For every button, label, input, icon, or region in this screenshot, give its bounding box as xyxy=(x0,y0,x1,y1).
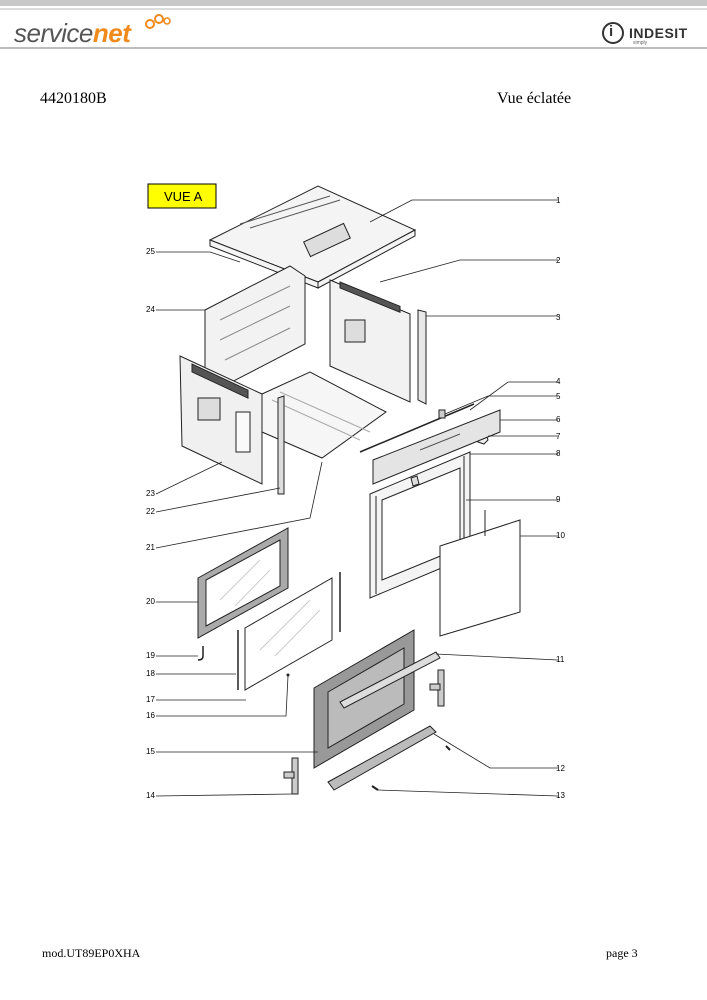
callout-23: 23 xyxy=(146,489,155,498)
right-rail xyxy=(417,309,427,405)
screw-12 xyxy=(445,745,451,751)
brand-sub: simply xyxy=(633,40,648,46)
hook-19 xyxy=(197,646,204,661)
gear-icon xyxy=(145,14,171,29)
top-panel xyxy=(208,185,417,289)
header-top-bar-thin xyxy=(0,8,707,10)
callout-21: 21 xyxy=(146,543,155,552)
left-rail xyxy=(277,395,285,495)
screw-13 xyxy=(371,785,379,791)
right-panel xyxy=(329,279,411,403)
view-label-box xyxy=(147,183,217,209)
servicenet-logo: servicenet xyxy=(14,18,131,49)
control-panel xyxy=(372,409,501,485)
bottom-trim xyxy=(327,725,437,791)
outer-door xyxy=(313,629,415,769)
logo-part2: net xyxy=(92,18,131,48)
callout-1: 1 xyxy=(556,196,561,205)
callout-10: 10 xyxy=(556,531,565,540)
footer-page: page 3 xyxy=(606,946,638,960)
glass-panel-17 xyxy=(244,577,333,691)
screw-16 xyxy=(286,673,290,677)
callout-6: 6 xyxy=(556,415,561,424)
callout-17: 17 xyxy=(146,695,155,704)
callout-19: 19 xyxy=(146,651,155,660)
header-top-bar xyxy=(0,0,707,6)
glass-panel-20 xyxy=(197,527,289,639)
callout-13: 13 xyxy=(556,791,565,800)
callout-9: 9 xyxy=(556,495,561,504)
left-panel xyxy=(204,265,306,389)
indesit-i-glyph: i xyxy=(609,23,614,40)
indesit-circle-icon xyxy=(602,22,624,44)
callout-18: 18 xyxy=(146,669,155,678)
callout-labels: 1 2 3 4 5 6 7 8 9 10 11 12 13 14 15 16 1… xyxy=(146,196,565,800)
callout-22: 22 xyxy=(146,507,155,516)
footer-model: mod.UT89EP0XHA xyxy=(42,946,141,960)
bottom-plate xyxy=(261,371,387,459)
callout-2: 2 xyxy=(556,256,561,265)
document-code: 4420180B xyxy=(40,90,107,107)
small-knob xyxy=(410,475,420,487)
callout-15: 15 xyxy=(146,747,155,756)
clip-part xyxy=(438,409,446,419)
brand-name: INDESIT xyxy=(629,25,688,41)
callout-11: 11 xyxy=(556,655,565,664)
callout-24: 24 xyxy=(146,305,155,314)
document-title: Vue éclatée xyxy=(497,90,572,107)
callout-25: 25 xyxy=(146,247,155,256)
callout-5: 5 xyxy=(556,392,561,401)
inner-glass xyxy=(439,519,521,637)
callout-14: 14 xyxy=(146,791,155,800)
callout-4: 4 xyxy=(556,377,561,386)
callout-3: 3 xyxy=(556,313,561,322)
door-handle xyxy=(339,651,441,709)
callout-16: 16 xyxy=(146,711,155,720)
front-side-panel xyxy=(179,355,263,485)
indesit-logo: i INDESIT simply xyxy=(602,22,694,46)
callout-12: 12 xyxy=(556,764,565,773)
hinge-right xyxy=(429,669,445,707)
view-label: VUE A xyxy=(164,189,203,204)
trim-strip xyxy=(359,403,475,453)
hinge-left xyxy=(283,757,299,795)
logo-part1: service xyxy=(14,18,93,48)
callout-20: 20 xyxy=(146,597,155,606)
callout-leaders xyxy=(155,199,559,797)
callout-8: 8 xyxy=(556,449,561,458)
header-divider xyxy=(0,47,707,49)
callout-7: 7 xyxy=(556,432,561,441)
